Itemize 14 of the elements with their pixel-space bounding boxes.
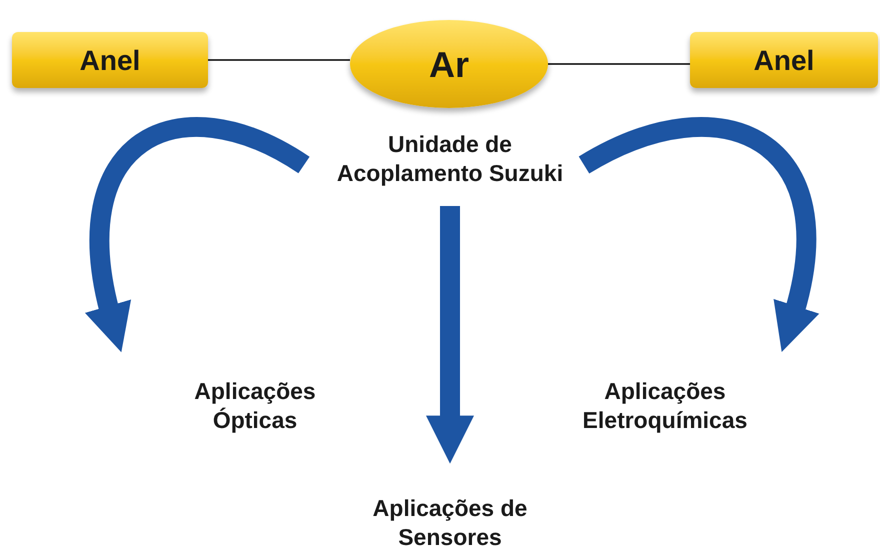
rounded-box (12, 32, 208, 88)
node-label: Aplicações de Sensores (340, 488, 560, 558)
node-label: Unidade de Acoplamento Suzuki (318, 120, 582, 198)
node-text: Anel (80, 44, 140, 78)
connector-line (208, 59, 350, 61)
curved-arrow (85, 117, 310, 353)
node-label: Aplicações Ópticas (170, 370, 340, 442)
curved-arrow (579, 117, 819, 353)
curved-arrow (426, 206, 474, 464)
connector-line (548, 63, 690, 65)
rounded-box (690, 32, 878, 88)
node-label: Aplicações Eletroquímicas (560, 370, 770, 442)
node-text: Anel (754, 44, 814, 78)
node-text: Ar (428, 42, 469, 86)
